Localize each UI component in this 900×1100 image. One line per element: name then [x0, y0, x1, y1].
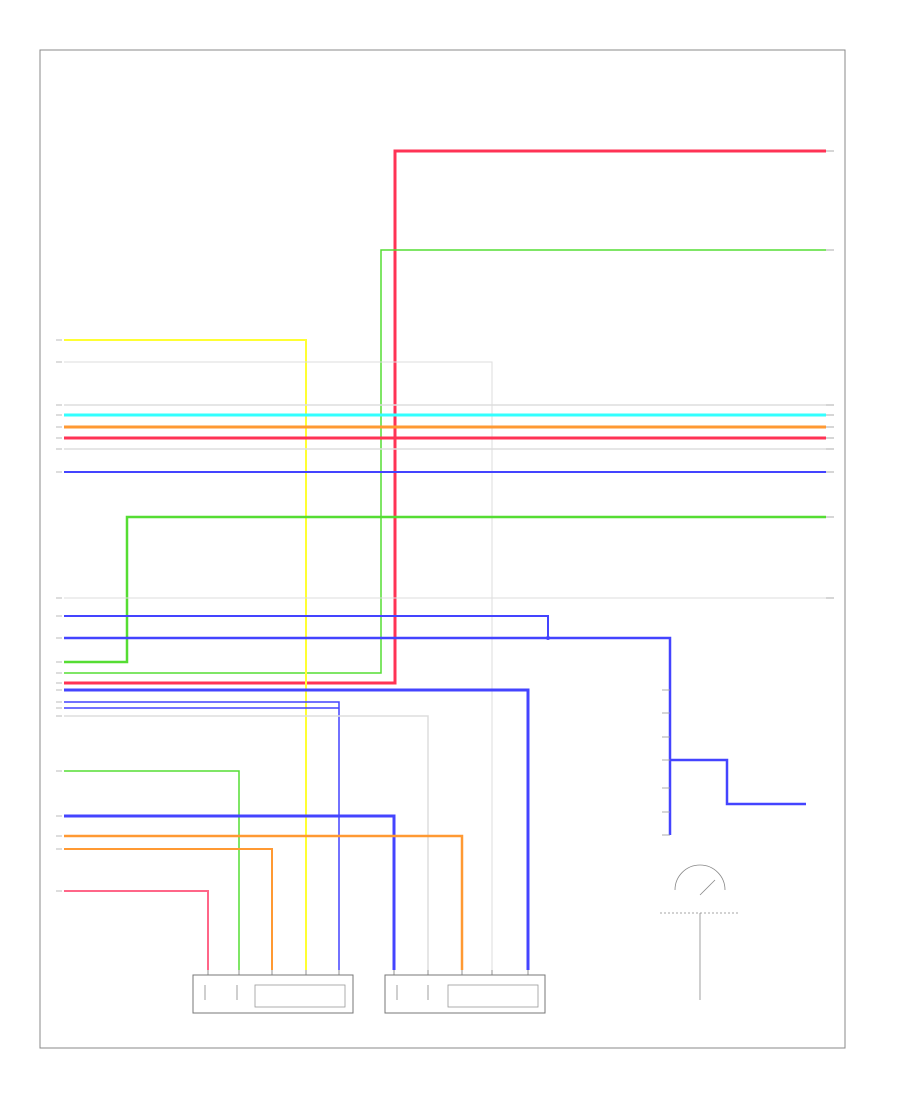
- wire-blue-702: [64, 701, 340, 970]
- left-component: [192, 970, 354, 1014]
- right-module-pins: [662, 689, 670, 836]
- wire-green-low: [64, 770, 240, 970]
- wire-pink: [64, 890, 209, 970]
- splice-point: [546, 636, 550, 640]
- wire-blue-splice-b: [64, 636, 672, 835]
- wire-green-mid: [64, 515, 826, 664]
- right-component: [384, 970, 546, 1014]
- wire-blue-690: [64, 688, 530, 970]
- wire-orange-low-b: [64, 848, 273, 970]
- wire-blue-module: [670, 758, 806, 806]
- wire-red-top: [64, 149, 826, 685]
- wire-blue-low: [64, 814, 396, 970]
- diagram-frame: [39, 49, 846, 1049]
- wire-gray-716: [64, 715, 429, 970]
- left-connector-ticks: [56, 339, 62, 892]
- wire-orange-low-a: [64, 834, 464, 970]
- wire-green-top: [64, 249, 826, 674]
- right-connector-ticks: [826, 150, 834, 599]
- wire-yellow: [64, 339, 307, 970]
- wire-gray-1: [64, 361, 493, 970]
- wire-blue-splice-a: [64, 615, 549, 638]
- switch-symbol: [660, 864, 740, 1000]
